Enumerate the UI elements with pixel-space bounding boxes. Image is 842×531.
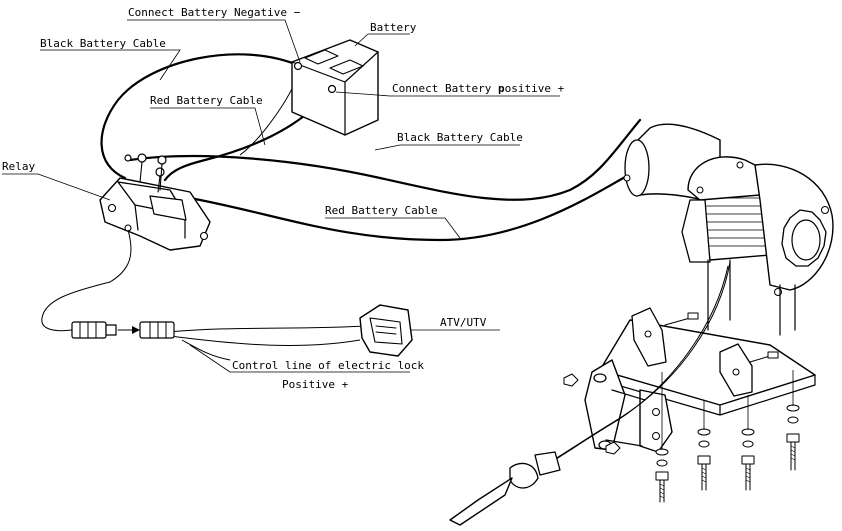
plug-connector-left: [71, 321, 117, 339]
label-red-cable-bottom: Red Battery Cable: [325, 204, 438, 217]
negative-terminal: [293, 61, 303, 71]
atv-utv-plug: [359, 304, 413, 357]
label-black-cable-top: Black Battery Cable: [40, 37, 166, 50]
hardware-bolts: [563, 370, 800, 503]
black-battery-cable-loop: [100, 53, 302, 180]
label-atv-utv: ATV/UTV: [440, 316, 487, 329]
battery: [291, 39, 379, 136]
winch-cable-and-hook: [449, 261, 731, 526]
label-control-line: Control line of electric lock: [232, 359, 424, 372]
label-red-cable-top: Red Battery Cable: [150, 94, 263, 107]
black-battery-cable-long: [128, 118, 642, 201]
control-line: [41, 229, 413, 361]
label-relay: Relay: [2, 160, 35, 173]
mounting-plate: [599, 307, 816, 416]
label-positive: Positive +: [282, 378, 349, 391]
gearbox-knob: [781, 209, 827, 267]
positive-terminal: [327, 84, 337, 94]
leader-lines: [2, 19, 560, 373]
label-connect-positive: Connect Battery positive +: [392, 82, 565, 95]
label-battery: Battery: [370, 21, 417, 34]
labels: Connect Battery Negative − Battery Black…: [2, 6, 565, 391]
plug-connector-right: [139, 321, 175, 339]
winch: [623, 123, 834, 336]
label-connect-negative: Connect Battery Negative −: [128, 6, 301, 19]
relay: [99, 153, 211, 251]
battery-negative-feed: [239, 69, 301, 156]
label-black-cable-mid: Black Battery Cable: [397, 131, 523, 144]
roller-fairlead: [584, 359, 673, 453]
